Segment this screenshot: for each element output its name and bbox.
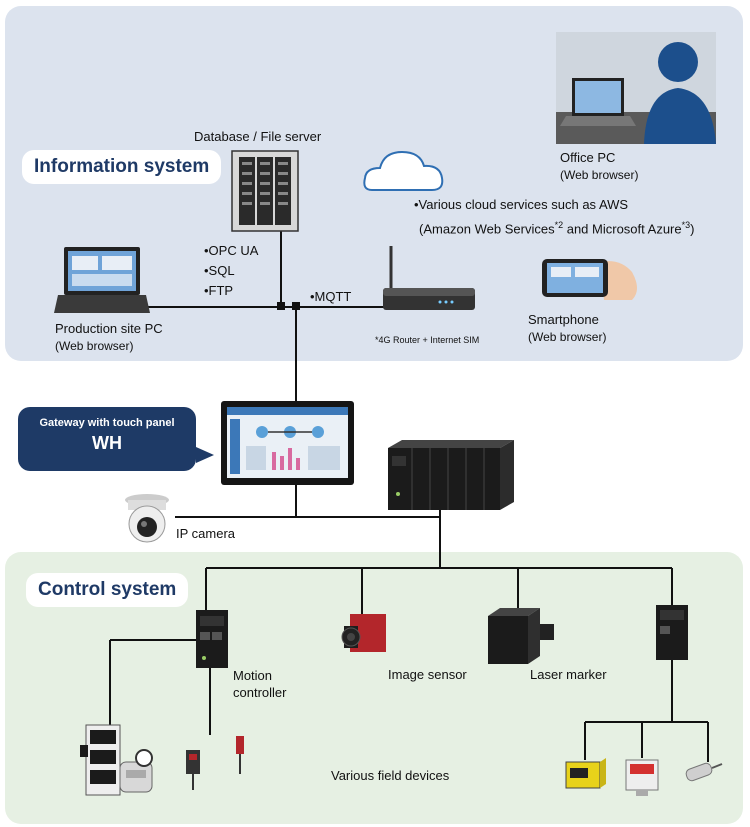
servo-drive-icon (80, 724, 121, 796)
touch-panel-icon (221, 401, 354, 485)
information-system-title: Information system (22, 150, 222, 184)
office-pc-label: Office PC (560, 150, 616, 165)
motion-controller-label-line1: Motion (233, 668, 273, 683)
servo-controller-icon (656, 605, 688, 660)
router-icon (383, 246, 475, 310)
protocol-opcua: •OPC UA (204, 243, 259, 258)
proximity-sensor-icon (685, 762, 723, 782)
mqtt-label: •MQTT (310, 289, 352, 304)
pressure-sensor-icon (625, 759, 659, 796)
motion-controller-label-line2: controller (233, 685, 287, 700)
laptop-icon (54, 247, 150, 313)
gateway-callout-line1: Gateway with touch panel (39, 417, 175, 429)
plc-icon (388, 440, 514, 510)
field-devices-label: Various field devices (331, 768, 450, 783)
image-sensor-label: Image sensor (388, 667, 467, 682)
cloud-services-line1: •Various cloud services such as AWS (414, 197, 629, 212)
smartphone-sublabel: (Web browser) (528, 330, 607, 344)
database-label: Database / File server (194, 129, 322, 144)
production-pc-label: Production site PC (55, 321, 163, 336)
gateway-callout: Gateway with touch panel WH (18, 407, 214, 471)
laser-sensor-icon (565, 758, 606, 789)
cloud-services-line2: (Amazon Web Services*2 and Microsoft Azu… (419, 220, 695, 237)
connection-lines (109, 230, 709, 762)
smartphone-label: Smartphone (528, 312, 599, 327)
photoelectric-sensor-icon (186, 736, 244, 790)
gateway-callout-line2: WH (92, 433, 122, 453)
callout-tail (196, 447, 214, 463)
laser-marker-icon (488, 608, 554, 664)
servo-motor-icon (119, 749, 153, 793)
protocol-ftp: •FTP (204, 283, 234, 298)
production-pc-sublabel: (Web browser) (55, 339, 134, 353)
office-pc-photo (556, 32, 716, 144)
protocol-sql: •SQL (204, 263, 235, 278)
control-system-title: Control system (26, 573, 189, 607)
server-icon (231, 150, 299, 232)
smartphone-icon (542, 259, 637, 300)
laser-marker-label: Laser marker (530, 667, 607, 682)
ip-camera-icon (125, 494, 169, 543)
motion-controller-icon (196, 610, 228, 668)
office-pc-sublabel: (Web browser) (560, 168, 639, 182)
cloud-icon (363, 150, 444, 191)
image-sensor-icon (341, 614, 386, 652)
ip-camera-label: IP camera (176, 526, 236, 541)
router-label: *4G Router + Internet SIM (375, 335, 480, 345)
